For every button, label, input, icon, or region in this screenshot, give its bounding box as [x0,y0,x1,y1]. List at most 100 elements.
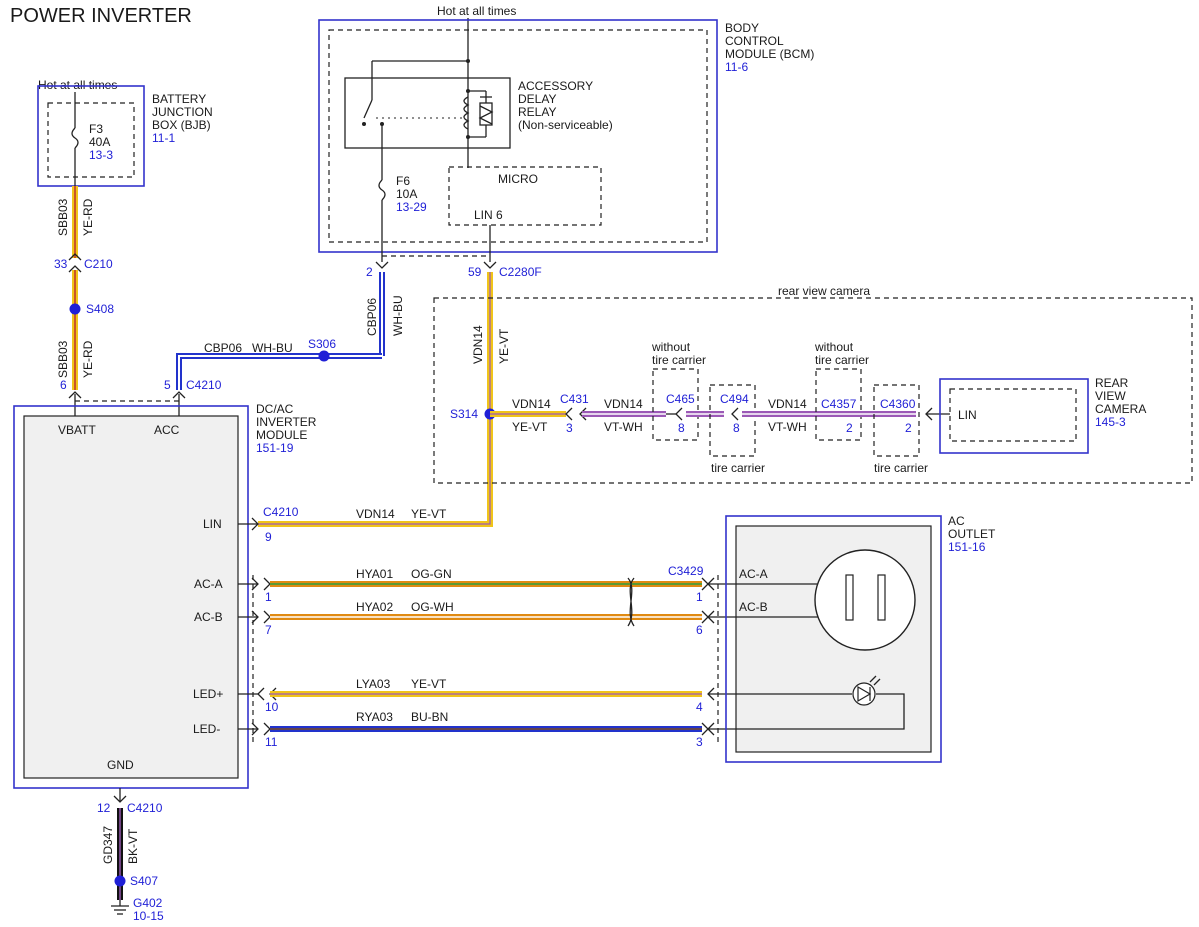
splice-s306-label: S306 [308,337,336,351]
lin-pin: 9 [265,530,272,544]
c4210-pin-6: 6 [60,378,67,392]
c431-pin: 3 [566,421,573,435]
ac-receptacle-icon [814,549,916,651]
wire-vdn14-vertical [258,272,493,527]
camera-wire-c: VDN14 [768,397,807,411]
camera-wire-b-color: VT-WH [604,420,643,434]
c4360-box [873,384,920,457]
inverter-gnd: GND [107,758,134,772]
camera-wire-a: VDN14 [512,397,551,411]
camera-ref: 145-3 [1095,415,1126,429]
c4210-pin-12: 12 [97,801,111,815]
splice-s407 [114,875,126,887]
relay-name-2: DELAY [518,92,556,106]
camera-name-1: REAR [1095,376,1129,390]
rear-view-camera-box [939,378,1089,454]
ground-icon [111,900,129,915]
c4360-pin: 2 [905,421,912,435]
wire-cbp06-v-label: CBP06 [365,298,379,336]
inverter-name-3: MODULE [256,428,307,442]
splice-s407-label: S407 [130,874,158,888]
splice-s314-label: S314 [450,407,478,421]
c4357-pin: 2 [846,421,853,435]
c4210-pin-5: 5 [164,378,171,392]
bcm-pin-2: 2 [366,265,373,279]
inverter-lin: LIN [203,517,222,531]
ledp-far-pin: 4 [696,700,703,714]
c4357-label: C4357 [821,397,857,411]
c465-pin: 8 [678,421,685,435]
bcm-name-3: MODULE (BCM) [725,47,814,61]
bjb-ref: 11-1 [152,131,175,145]
accessory-relay-box [344,77,511,149]
outlet-ref: 151-16 [948,540,986,554]
camera-name-2: VIEW [1095,389,1126,403]
aca-pin: 1 [265,590,272,604]
bcm-hot-label: Hot at all times [437,4,516,18]
lin-wire: VDN14 [356,507,395,521]
wire-sbb03-b-label: SBB03 [56,340,70,378]
c431-label: C431 [560,392,589,406]
c465-box [652,368,699,441]
rear-view-camera-section [433,297,1193,484]
c3429-label: C3429 [668,564,704,578]
bcm-fuse-ref: 13-29 [396,200,427,214]
c4210-top-label: C4210 [186,378,222,392]
c4357-box [815,368,862,441]
led-indicator-icon [852,675,881,706]
aca-wire-color: OG-GN [411,567,452,581]
camera-section-label: rear view camera [778,284,870,298]
outlet-ac-a: AC-A [739,567,768,581]
bjb-name-3: BOX (BJB) [152,118,211,132]
splice-s306 [318,350,330,362]
inverter-led-plus: LED+ [193,687,223,701]
bjb-hot-label: Hot at all times [38,78,117,92]
c465-label: C465 [666,392,695,406]
fuse-f3-icon [71,127,79,149]
c210-pin: 33 [54,257,68,271]
bcm-fuse: F6 [396,174,410,188]
inverter-ac-b: AC-B [194,610,223,624]
g402-ref: 10-15 [133,909,164,923]
c494-label: C494 [720,392,749,406]
outlet-name-1: AC [948,514,965,528]
c3429-arrows [701,577,736,736]
acb-far-pin: 6 [696,623,703,637]
twisted-pair-icon [627,577,635,627]
micro-label: MICRO [498,172,538,186]
relay-name-1: ACCESSORY [518,79,593,93]
inverter-name-1: DC/AC [256,402,294,416]
micro-lin-label: LIN 6 [474,208,503,222]
bcm-name-2: CONTROL [725,34,784,48]
c494-pin: 8 [733,421,740,435]
ledm-wire: RYA03 [356,710,393,724]
fuse-f6-icon [378,179,386,201]
inverter-acc: ACC [154,423,180,437]
bcm-fuse-amps: 10A [396,187,417,201]
wire-sbb03-b-color: YE-RD [81,340,95,378]
wire-vdn14-v-color: YE-VT [497,328,511,364]
relay-name-4: (Non-serviceable) [518,118,613,132]
wire-gd347-color: BK-VT [126,828,140,864]
wire-cbp06-horizontal [176,353,382,390]
c465-note-2: tire carrier [652,353,706,367]
c4360-label: C4360 [880,397,916,411]
micro-box [448,166,602,226]
relay-coil-icon [463,96,470,130]
g402-label: G402 [133,896,163,910]
inverter-led-minus: LED- [193,722,220,736]
inverter-box [13,405,249,789]
c465-note-1: without [651,340,691,354]
c494-note: tire carrier [711,461,765,475]
aca-far-pin: 1 [696,590,703,604]
relay-name-3: RELAY [518,105,556,119]
c4210-bottom-label: C4210 [127,801,163,815]
bjb-name-2: JUNCTION [152,105,213,119]
inverter-vbatt: VBATT [58,423,96,437]
bjb-fuse: F3 [89,122,103,136]
relay-switch-icon [363,99,373,119]
wire-sbb03-a-label: SBB03 [56,198,70,236]
c210-label: C210 [84,257,113,271]
bcm-connector: C2280F [499,265,542,279]
